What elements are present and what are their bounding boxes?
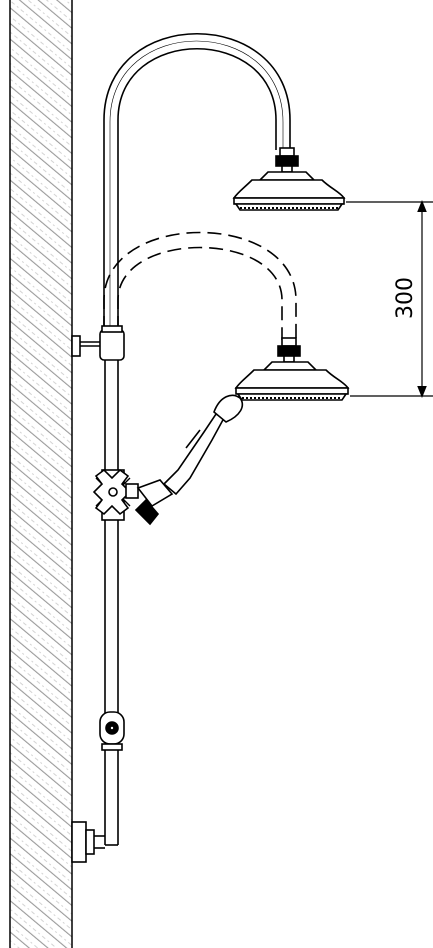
overhead-shower-head-upper [232, 147, 346, 211]
wall-inlet [71, 821, 105, 863]
riser-pipe [104, 360, 119, 720]
bottom-connector [99, 711, 125, 846]
height-dimension [346, 200, 433, 398]
wall-bracket [71, 325, 125, 361]
gooseneck-arm-lower-position [103, 231, 297, 340]
overhead-shower-head-lower [234, 337, 350, 401]
wall [9, 0, 73, 948]
gooseneck-arm [103, 33, 291, 330]
diverter-valve [92, 468, 139, 521]
dimension-label: 300 [393, 277, 418, 319]
hand-shower [134, 394, 244, 526]
